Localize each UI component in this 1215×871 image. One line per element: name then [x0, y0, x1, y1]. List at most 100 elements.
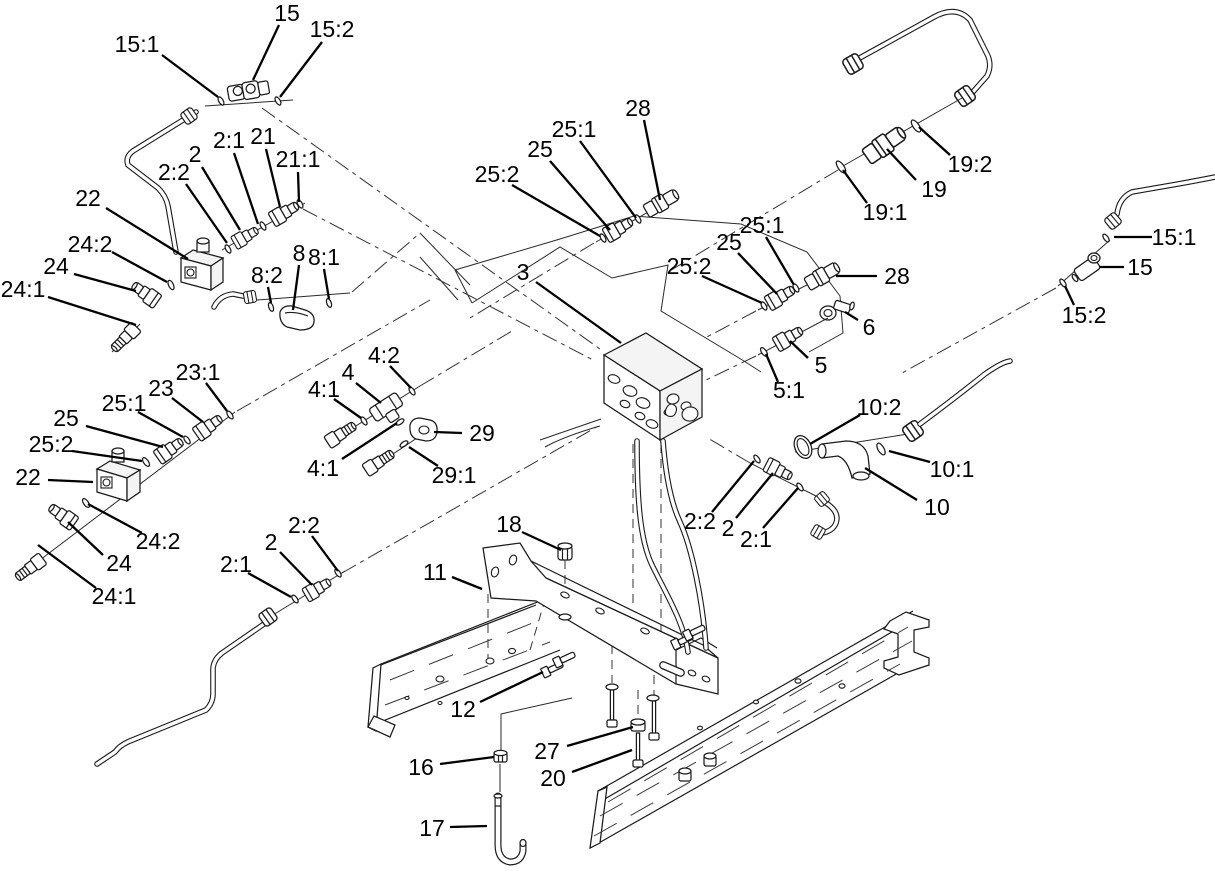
callout-label: 23 [148, 375, 174, 401]
callout-label: 18 [496, 511, 522, 537]
fitting-4-1 [323, 418, 360, 450]
fitting-24-1 [11, 552, 48, 585]
alignment-centerlines [236, 107, 1057, 720]
o-ring-8-1 [325, 298, 333, 308]
leader-line [279, 551, 313, 586]
assembly-22-upper-left [107, 237, 225, 356]
leader-line [439, 755, 495, 766]
o-ring-19-2 [910, 119, 922, 133]
leader-line [701, 274, 763, 305]
leader-line [296, 171, 301, 203]
valve-block-3 [602, 332, 704, 442]
elbow-fitting-6 [819, 299, 855, 321]
o-ring-25-2 [141, 457, 151, 467]
callout-label: 25:1 [552, 116, 597, 142]
assembly-8 [211, 289, 351, 331]
carriage-bolt [605, 683, 619, 728]
callout-label: 15:1 [1152, 224, 1197, 250]
assembly-25-28-center [595, 185, 683, 244]
bolt-12 [551, 649, 578, 669]
tee-fitting-15 [226, 80, 271, 102]
leader-line [171, 397, 204, 423]
callout-label: 24:2 [136, 528, 181, 554]
assembly-15-right [1057, 174, 1215, 288]
callout-label: 5 [815, 352, 828, 378]
leader-line [764, 353, 780, 383]
o-ring-15-1 [1102, 233, 1110, 243]
assembly-15-top-left [124, 80, 306, 255]
leader-line [535, 281, 622, 344]
callout-label: 15 [1127, 254, 1153, 280]
leader-line [322, 268, 331, 300]
o-ring-24-2 [81, 498, 91, 508]
frame-rail-left [367, 600, 561, 738]
leader-line [918, 126, 951, 156]
o-ring-8-2 [267, 302, 275, 312]
fitting-5 [771, 322, 807, 353]
leader-line [205, 382, 228, 412]
callout-label: 4:1 [308, 376, 340, 402]
leader-line [105, 207, 189, 260]
callout-label: 2 [189, 141, 202, 167]
mounting-hardware [493, 542, 708, 866]
leader-line [433, 430, 463, 435]
callout-label: 25:1 [102, 390, 147, 416]
callout-label: 27 [534, 738, 560, 764]
callout-label: 2:1 [213, 127, 245, 153]
o-ring-24-2 [167, 279, 175, 291]
leader-line [67, 521, 104, 556]
leader-line [73, 272, 137, 293]
elbow-fitting-15 [1071, 252, 1101, 283]
leader-line [642, 119, 662, 201]
leader-line [737, 252, 778, 295]
leader-line [449, 824, 488, 829]
callout-label: 28 [884, 263, 910, 289]
callout-label: 22 [15, 464, 41, 490]
leader-line [47, 478, 94, 484]
fitting-25 [601, 213, 637, 244]
callout-label: 4:1 [307, 455, 339, 481]
callout-label: 29 [469, 420, 495, 446]
o-ring-2-1 [259, 221, 267, 231]
callout-label: 11 [423, 559, 447, 585]
valve-body-22 [95, 447, 142, 503]
callout-label: 15:2 [1062, 302, 1107, 328]
callout-label: 24:1 [1, 276, 46, 302]
callout-label: 19 [921, 176, 947, 202]
callout-label: 25:2 [29, 431, 74, 457]
callout-label: 25:2 [475, 161, 520, 187]
callout-label: 24:1 [92, 583, 137, 609]
callout-label: 23:1 [176, 359, 221, 385]
hose-nut [242, 289, 258, 305]
assembly-4-29 [323, 385, 438, 478]
leader-line [765, 236, 795, 286]
leader-line [711, 460, 755, 513]
leader-line [279, 41, 323, 98]
elbow-fitting-10 [817, 440, 871, 481]
fitting-4-1 [361, 446, 398, 478]
mounting-bracket-11 [482, 542, 719, 695]
callout-label: 28 [625, 95, 651, 121]
spacer-bushing [678, 767, 692, 782]
callout-label: 25 [527, 136, 553, 162]
fitting-2 [229, 223, 262, 251]
callout-label: 24:2 [68, 231, 113, 257]
leader-line [809, 414, 861, 445]
callout-label: 2:2 [158, 159, 190, 185]
tee-fitting-4 [369, 392, 403, 424]
leader-line [161, 54, 219, 98]
o-ring-15-2 [274, 96, 282, 106]
leader-line [341, 422, 398, 460]
leader-line [888, 449, 931, 464]
leader-line [232, 152, 260, 225]
leader-line [389, 365, 412, 389]
o-ring-29-1 [399, 440, 409, 448]
leader-line [291, 264, 301, 311]
leader-line [355, 382, 382, 404]
callout-label: 15:1 [115, 31, 160, 57]
leader-line [408, 446, 439, 467]
callout-label: 29:1 [432, 462, 477, 488]
j-hook-17 [493, 792, 527, 866]
